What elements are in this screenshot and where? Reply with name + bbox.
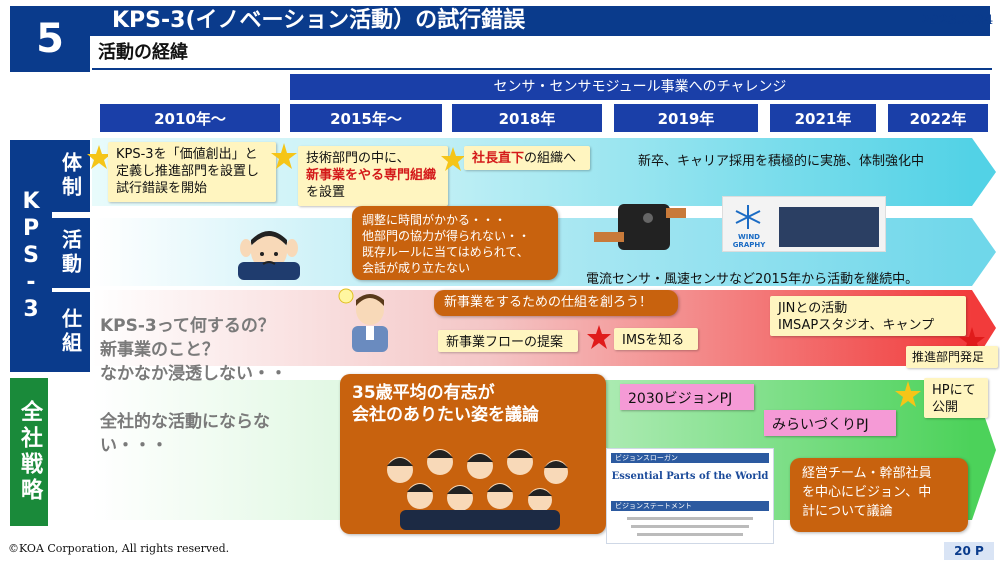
year-2021: 2021年 [770,104,876,132]
group-photo-illustration [387,449,568,530]
vision-slogan-label: ビジョンスローガン [611,453,769,463]
volunteer-line: 35歳平均の有志が [352,383,495,403]
jin-line: JINとの活動 [778,301,848,316]
question-text: KPS-3って何するの？ 新事業のこと？ なかなか浸透しない・・ [100,314,340,386]
category-shikumi: 仕組 [52,290,90,372]
page-number: 20 P [944,542,994,560]
wind-sensor-photo: WIND GRAPHY [722,196,886,252]
year-2010: 2010年～ [100,104,280,132]
exec-line: を中心にビジョン、中 [802,485,932,500]
date-label: 2023.2.24 [920,13,993,28]
red-star-icon [587,325,611,349]
note-president-direct: 社長直下の組織へ [464,146,590,170]
worried-person-icon [238,231,300,280]
executive-discussion-bubble: 経営チーム・幹部社員 を中心にビジョン、中 計について議論 [790,458,968,532]
strategy-side-label: 全社戦略 [10,378,48,526]
gray-line: 全社的な活動にならな [100,412,270,432]
difficulty-line: 既存ルールに当てはめられて、 [362,245,529,259]
statement-line [627,517,753,520]
framework-bubble: 新事業をするための仕組を創ろう！ [434,290,678,316]
note-kps3-definition: KPS-3を「価値創出」と定義し推進部門を設置し試行錯誤を開始 [108,142,276,202]
ims-note: IMSを知る [614,328,698,350]
sensor-product-photo [779,207,879,247]
not-company-wide-text: 全社的な活動にならな い・・・ [100,410,330,458]
category-katsudo: 活動 [52,216,90,288]
difficulty-line: 調整に時間がかかる・・・ [362,213,507,227]
jin-activity-note: JINとの活動 IMSAPスタジオ、キャンプ [770,296,966,336]
katsudo-band-arrow [972,218,996,286]
statement-line [631,525,749,528]
question-line: KPS-3って何するの？ [100,316,275,336]
idea-person-icon [338,288,388,352]
hp-line: 公開 [932,400,959,415]
note2-text-a: 技術部門の中に、 [306,151,410,166]
current-sensor-image [594,204,686,250]
taisei-text: 新卒、キャリア採用を積極的に実施、体制強化中 [638,154,925,169]
subtitle-rule [92,68,992,70]
star-icon [895,381,921,407]
year-2015: 2015年～ [290,104,442,132]
year-2022: 2022年 [888,104,988,132]
section-number: 5 [10,6,90,72]
challenge-banner: センサ・センサモジュール事業へのチャレンジ [290,74,990,100]
vision-2030-pj: 2030ビジョンPJ [620,384,754,410]
page-title: KPS-3(イノベーション活動）の試行錯誤 [90,6,990,36]
note3-text-b: の組織へ [524,151,577,166]
snowflake-logo-icon [735,205,761,229]
hp-line: HPにて [932,383,976,398]
star-icon [441,147,465,171]
katsudo-text: 電流センサ・風速センサなど2015年から活動を継続中。 [586,272,919,287]
hp-published-note: HPにて 公開 [924,378,988,418]
category-taisei: 体制 [52,140,90,212]
vision-document: ビジョンスローガン Essential Parts of the World ビ… [606,448,774,544]
copyright: ©KOA Corporation, All rights reserved. [8,542,230,555]
note-new-business-org: 技術部門の中に、 新事業をやる専門組織を設置 [298,146,448,206]
difficulty-line: 他部門の協力が得られない・・ [362,229,531,243]
note2-text-b: 新事業をやる専門組織 [306,168,437,183]
volunteer-line: 会社のありたい姿を議論 [352,405,539,425]
note2-text-c: を設置 [306,185,346,200]
difficulties-bubble: 調整に時間がかかる・・・ 他部門の協力が得られない・・ 既存ルールに当てはめられ… [352,206,558,280]
vision-slogan: Essential Parts of the World [611,471,769,482]
star-icon [87,145,111,169]
exec-line: 計について議論 [802,504,893,519]
question-line: なかなか浸透しない・・ [100,364,287,384]
gray-line: い・・・ [100,436,168,456]
difficulty-line: 会話が成り立たない [362,261,471,275]
flow-proposal-note: 新事業フローの提案 [438,330,578,352]
vision-statement-label: ビジョンステートメント [611,501,769,511]
exec-line: 経営チーム・幹部社員 [802,466,932,481]
windgraphy-logo: WIND GRAPHY [732,233,766,249]
page-subtitle: 活動の経緯 [98,42,188,63]
red-star-icon [959,327,985,353]
volunteers-bubble: 35歳平均の有志が 会社のありたい姿を議論 [340,374,606,534]
jin-line: IMSAPスタジオ、キャンプ [778,318,935,333]
star-icon [271,143,297,169]
statement-line [637,533,743,536]
year-2018: 2018年 [452,104,602,132]
taisei-band-arrow [972,138,996,206]
year-2019: 2019年 [614,104,758,132]
question-line: 新事業のこと？ [100,340,219,360]
mirai-zukuri-pj: みらいづくりPJ [764,410,896,436]
kps-side-label: KPS-3 [10,140,52,372]
note3-text-a: 社長直下 [472,151,525,166]
department-launch-note: 推進部門発足 [906,346,998,368]
